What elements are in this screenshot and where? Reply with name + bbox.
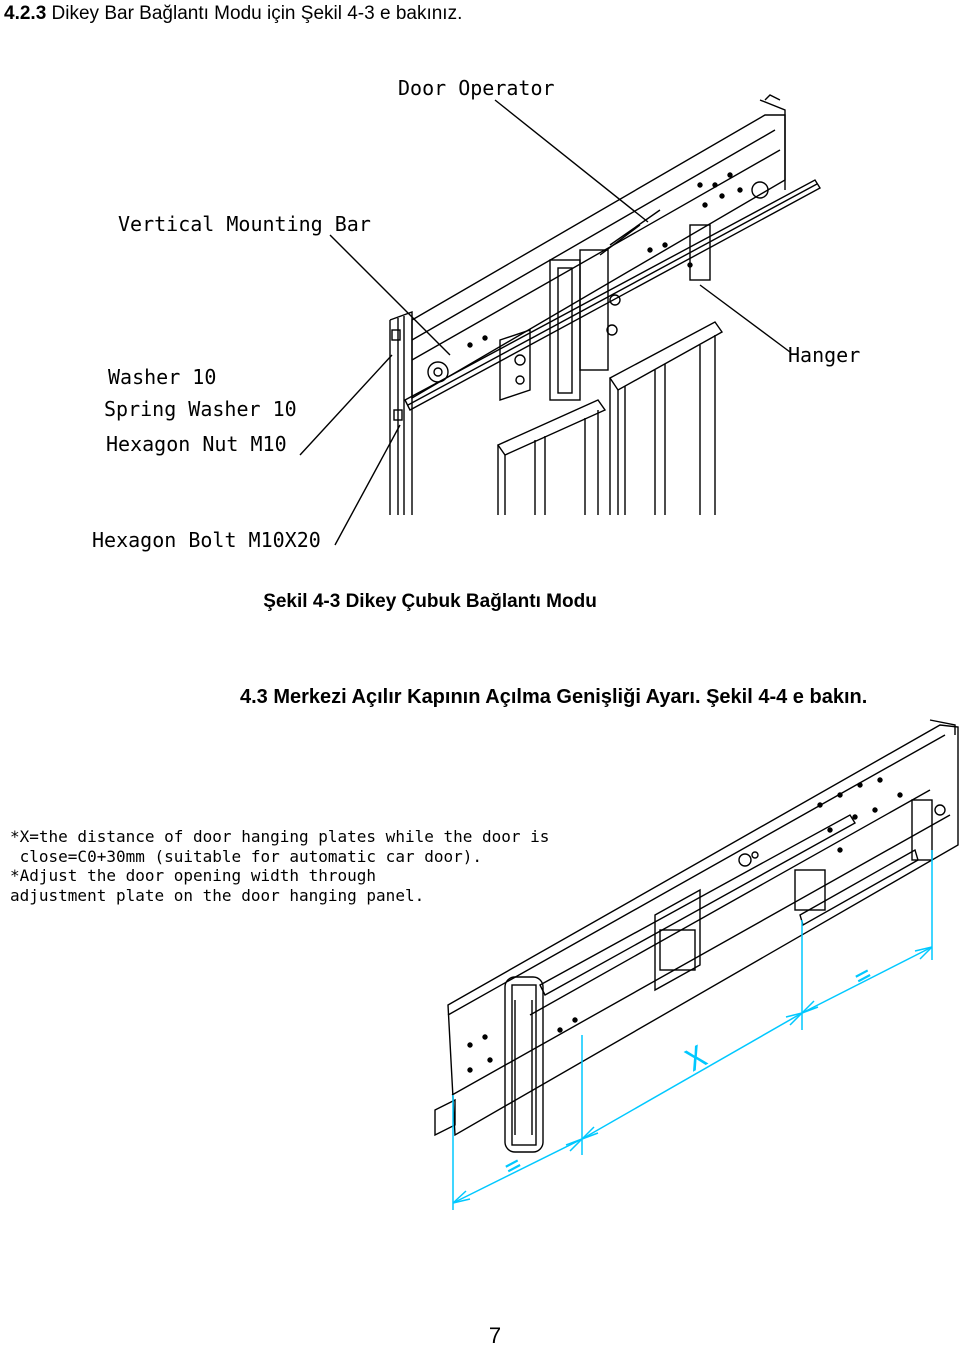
label-washer: Washer 10 <box>108 365 216 389</box>
note-line-4: adjustment plate on the door hanging pan… <box>10 886 424 905</box>
label-vertical-mounting-bar: Vertical Mounting Bar <box>118 212 371 236</box>
figure-4-3-caption: Şekil 4-3 Dikey Çubuk Bağlantı Modu <box>263 591 597 612</box>
note-line-2: close=C0+30mm (suitable for automatic ca… <box>10 847 482 866</box>
section-4-3-heading: 4.3 Merkezi Açılır Kapının Açılma Genişl… <box>240 686 868 708</box>
section-heading: 4.2.3 Dikey Bar Bağlantı Modu için Şekil… <box>4 3 462 25</box>
label-door-operator: Door Operator <box>398 76 555 100</box>
note-line-3: *Adjust the door opening width through <box>10 866 376 885</box>
section-title: Dikey Bar Bağlantı Modu için Şekil 4-3 e… <box>51 3 463 24</box>
label-hexagon-bolt: Hexagon Bolt M10X20 <box>92 528 321 552</box>
note-line-1: *X=the distance of door hanging plates w… <box>10 827 549 846</box>
dimension-x: X <box>680 1039 712 1078</box>
figure-4-3-drawing: Door Operator Vertical Mounting Bar Wash… <box>92 76 860 552</box>
page-number: 7 <box>488 1323 502 1348</box>
dimension-equal-right: = <box>849 959 877 993</box>
label-hanger: Hanger <box>788 343 860 367</box>
label-spring-washer: Spring Washer 10 <box>104 397 297 421</box>
figure-4-4-drawing: *X=the distance of door hanging plates w… <box>10 719 959 1210</box>
section-number: 4.2.3 <box>4 3 47 24</box>
label-hexagon-nut: Hexagon Nut M10 <box>106 432 287 456</box>
